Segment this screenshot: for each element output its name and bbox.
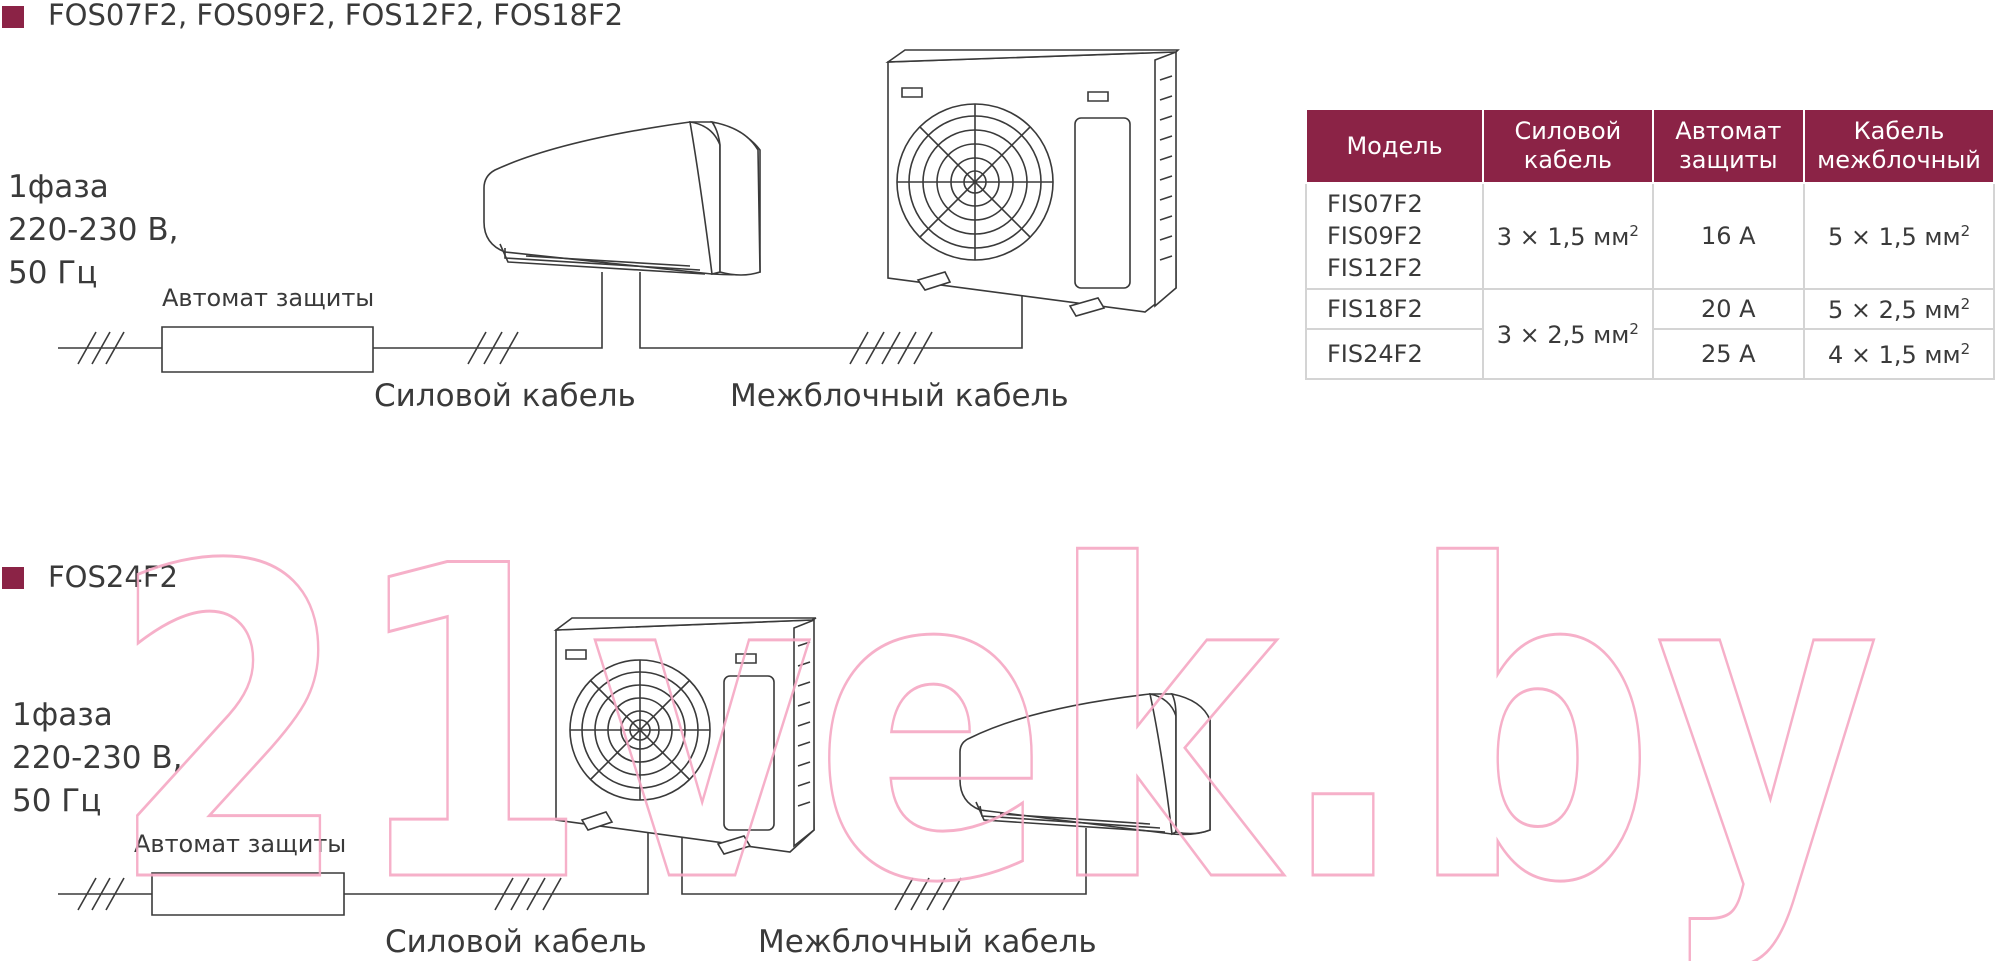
section2-wire-hash-power: [495, 878, 561, 910]
section1-power-cable-label: Силовой кабель: [374, 378, 636, 414]
cell-model: FIS24F2: [1304, 328, 1485, 380]
section1-outdoor-foot-left: [918, 272, 950, 290]
section1-wire-hash-left: [78, 332, 124, 364]
section2-outdoor-fins: [798, 642, 810, 806]
header-breaker: Автомат защиты: [1651, 108, 1806, 184]
cell-model: FIS18F2: [1304, 288, 1485, 330]
unit-superscript: 2: [1629, 319, 1639, 338]
watermark-text: 21vek.by: [110, 477, 1880, 961]
section2-power-cable-label: Силовой кабель: [385, 924, 647, 960]
spec-table: Модель Силовой кабель Автомат защиты Каб…: [1304, 108, 1995, 380]
header-interconnect-cable: Кабель межблочный: [1803, 108, 1995, 184]
section2-indoor-unit: [960, 694, 1210, 835]
section2-outdoor-foot-right: [718, 836, 750, 854]
section2-breaker-label: Автомат защиты: [134, 830, 347, 858]
section1-power-spec: 1фаза 220-230 В, 50 Гц: [8, 169, 179, 291]
cell-power-cable-value: 3 × 1,5 мм: [1496, 222, 1630, 251]
section2-wire-hash-interconnect: [895, 878, 961, 910]
section1-breaker-box: [162, 327, 373, 372]
cell-interconnect: 5 × 2,5 мм2: [1803, 288, 1995, 330]
cell-interconnect-value: 4 × 1,5 мм: [1827, 340, 1961, 369]
section1-wire-hash-interconnect: [850, 332, 932, 364]
section1-outdoor-service-panel: [1075, 118, 1130, 288]
cell-breaker: 20 А: [1651, 288, 1806, 330]
spec-table-header-row: Модель Силовой кабель Автомат защиты Каб…: [1304, 108, 1995, 184]
table-row: FIS18F2 3 × 2,5 мм2 20 А 5 × 2,5 мм2: [1304, 288, 1995, 380]
cell-power-cable: 3 × 2,5 мм2: [1482, 288, 1654, 380]
section2-power-spec: 1фаза 220-230 В, 50 Гц: [12, 697, 183, 819]
cell-model: FIS07F2 FIS09F2 FIS12F2: [1304, 182, 1485, 290]
cell-interconnect: 4 × 1,5 мм2: [1803, 328, 1995, 380]
section2-wiring: [58, 826, 1086, 915]
section2-outdoor-vent-right: [736, 654, 756, 663]
section1-outdoor-unit: [888, 50, 1178, 316]
section1-outdoor-vent-left: [902, 88, 922, 97]
section2-outdoor-unit: [556, 618, 816, 854]
section1-indoor-unit: [484, 122, 760, 275]
section2-outdoor-fan: [570, 660, 710, 800]
section1-breaker-label: Автомат защиты: [162, 284, 375, 312]
section2-breaker-box: [152, 873, 344, 915]
section1-bullet: [2, 6, 24, 28]
header-power-cable: Силовой кабель: [1482, 108, 1654, 184]
unit-superscript: 2: [1960, 339, 1971, 358]
section1-wiring: [58, 272, 1022, 372]
section2-interconnect-cable-label: Межблочный кабель: [758, 924, 1097, 960]
header-model: Модель: [1304, 108, 1485, 184]
section1-outdoor-foot-right: [1070, 298, 1104, 316]
section1-outdoor-fan: [897, 104, 1053, 260]
unit-superscript: 2: [1629, 221, 1639, 240]
cell-interconnect-value: 5 × 2,5 мм: [1827, 295, 1961, 324]
cell-breaker: 16 А: [1651, 182, 1806, 290]
section2-heading: FOS24F2: [48, 560, 178, 594]
section1-heading: FOS07F2, FOS09F2, FOS12F2, FOS18F2: [48, 0, 624, 32]
section2-outdoor-foot-left: [582, 812, 612, 830]
unit-superscript: 2: [1960, 294, 1971, 313]
cell-power-cable: 3 × 1,5 мм2: [1482, 182, 1654, 290]
section1-interconnect-cable-label: Межблочный кабель: [730, 378, 1069, 414]
cell-power-cable-value: 3 × 2,5 мм: [1496, 320, 1630, 349]
section1-wire-hash-power: [468, 332, 518, 364]
section2-bullet: [2, 567, 24, 589]
cell-interconnect: 5 × 1,5 мм2: [1803, 182, 1995, 290]
table-row: FIS24F2 25 А 4 × 1,5 мм2: [1304, 328, 1995, 380]
section1-outdoor-fins: [1160, 76, 1172, 260]
table-row: FIS07F2 FIS09F2 FIS12F2 3 × 1,5 мм2 16 А…: [1304, 182, 1995, 290]
section2-outdoor-service-panel: [724, 676, 774, 830]
section2-wire-hash-left: [78, 878, 124, 910]
unit-superscript: 2: [1960, 221, 1971, 240]
cell-interconnect-value: 5 × 1,5 мм: [1827, 222, 1961, 251]
section1-outdoor-vent-right: [1088, 92, 1108, 101]
section2-outdoor-vent-left: [566, 650, 586, 659]
watermark: 21vek.by: [109, 476, 1882, 961]
cell-breaker: 25 А: [1651, 328, 1806, 380]
